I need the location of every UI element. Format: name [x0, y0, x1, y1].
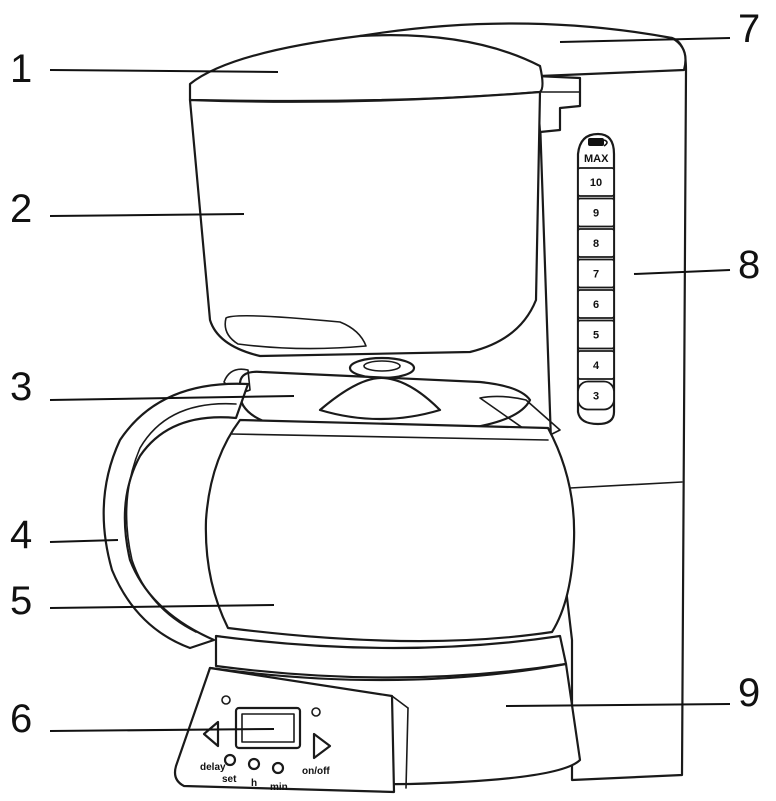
filter-handle: [224, 314, 367, 350]
level-mark-label: 9: [593, 208, 599, 220]
callout-number-6: 6: [10, 697, 32, 741]
callout-leader-4: [49, 539, 119, 543]
lcd-display: [234, 706, 302, 750]
h-button[interactable]: [247, 757, 261, 771]
drip-valve-inner: [363, 360, 401, 372]
jug-spout: [479, 395, 561, 441]
onoff-label: on/off: [302, 766, 330, 777]
callout-number-9: 9: [738, 671, 760, 715]
onoff-button[interactable]: [312, 732, 332, 760]
callout-number-7: 7: [738, 7, 760, 51]
water-level-indicator: MAX 10 9 8 7 6 5 4 3: [576, 132, 616, 426]
callout-leader-2: [49, 213, 245, 217]
jug-body: [204, 418, 576, 643]
level-mark-label: 6: [593, 299, 599, 311]
cup-icon-handle: [603, 139, 608, 147]
delay-button[interactable]: [202, 720, 220, 748]
callout-leader-3: [49, 395, 295, 401]
jug-rim-line: [231, 433, 549, 441]
level-mark-box: [577, 350, 615, 380]
panel-edge-2: [405, 707, 409, 789]
level-mark-box: [577, 289, 615, 319]
min-label: min: [270, 782, 288, 793]
cup-icon: [588, 138, 604, 146]
callout-leader-6: [49, 728, 275, 732]
level-marks: 10 9 8 7 6 5 4 3: [577, 167, 615, 411]
jug-lid-cone: [318, 376, 442, 421]
level-mark-box: [577, 258, 615, 289]
h-label: h: [251, 778, 257, 789]
callout-number-2: 2: [10, 187, 32, 231]
level-mark-label: 4: [593, 360, 600, 372]
indicator-led-right: [311, 707, 321, 717]
callout-leader-5: [49, 604, 275, 609]
level-mark-box: [577, 167, 615, 197]
tower-seam: [569, 481, 683, 489]
delay-label: delay: [200, 762, 226, 773]
callout-number-8: 8: [738, 243, 760, 287]
level-mark-label: 7: [593, 269, 599, 281]
callout-number-4: 4: [10, 513, 32, 557]
level-mark-label: 8: [593, 238, 599, 250]
set-label: set: [222, 774, 237, 785]
callout-number-5: 5: [10, 579, 32, 623]
callout-leader-8: [633, 269, 731, 275]
filter-holder: [188, 90, 542, 358]
handle-inner-line: [125, 402, 237, 633]
min-button[interactable]: [271, 761, 285, 775]
level-mark-box: [577, 319, 615, 350]
level-mark-box: [577, 197, 615, 228]
level-mark-box: [577, 228, 615, 258]
level-mark-box: [577, 380, 615, 411]
callout-leader-7: [559, 37, 731, 43]
level-mark-label: 5: [593, 330, 599, 342]
indicator-led-left: [221, 695, 231, 705]
callout-number-1: 1: [10, 47, 32, 91]
level-mark-label: 10: [590, 177, 602, 189]
set-button[interactable]: [223, 753, 237, 767]
panel-edge: [391, 695, 409, 709]
callout-number-3: 3: [10, 365, 32, 409]
level-mark-label: 3: [593, 391, 599, 403]
callout-group: 1 2 3 4 5 6 7 8 9: [10, 7, 760, 741]
level-max-label: MAX: [584, 153, 609, 165]
lcd-inner: [241, 713, 295, 743]
callout-leader-1: [49, 69, 279, 73]
callout-leader-9: [505, 703, 731, 707]
